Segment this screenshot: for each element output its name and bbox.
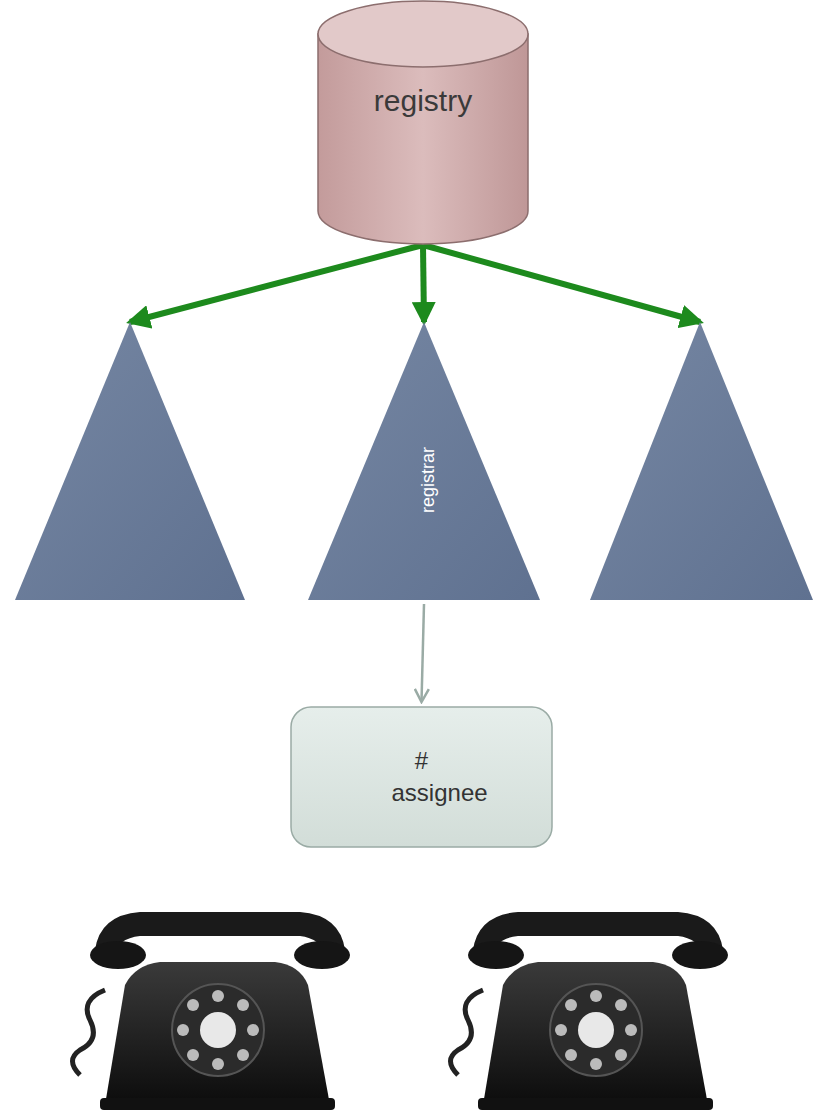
assignee-box: # assignee <box>290 706 553 848</box>
shape-outline <box>590 322 813 600</box>
distribution-arrow <box>130 245 423 322</box>
distribution-arrow <box>423 245 424 322</box>
registrar-triangle <box>590 322 813 600</box>
shape-outline <box>15 322 245 600</box>
shape-outline <box>317 0 529 245</box>
vertical-label: registrar <box>418 447 438 513</box>
distribution-arrow <box>423 245 700 322</box>
registrar-triangle <box>15 322 245 600</box>
registrar-triangle: registrar <box>308 322 540 600</box>
shape-outline <box>290 706 553 848</box>
node-label: # assignee <box>392 745 452 809</box>
assignment-arrow <box>422 604 425 702</box>
telephone-icon <box>73 912 351 1110</box>
node-label: registry <box>317 84 529 118</box>
database-cylinder: registry <box>317 0 529 245</box>
